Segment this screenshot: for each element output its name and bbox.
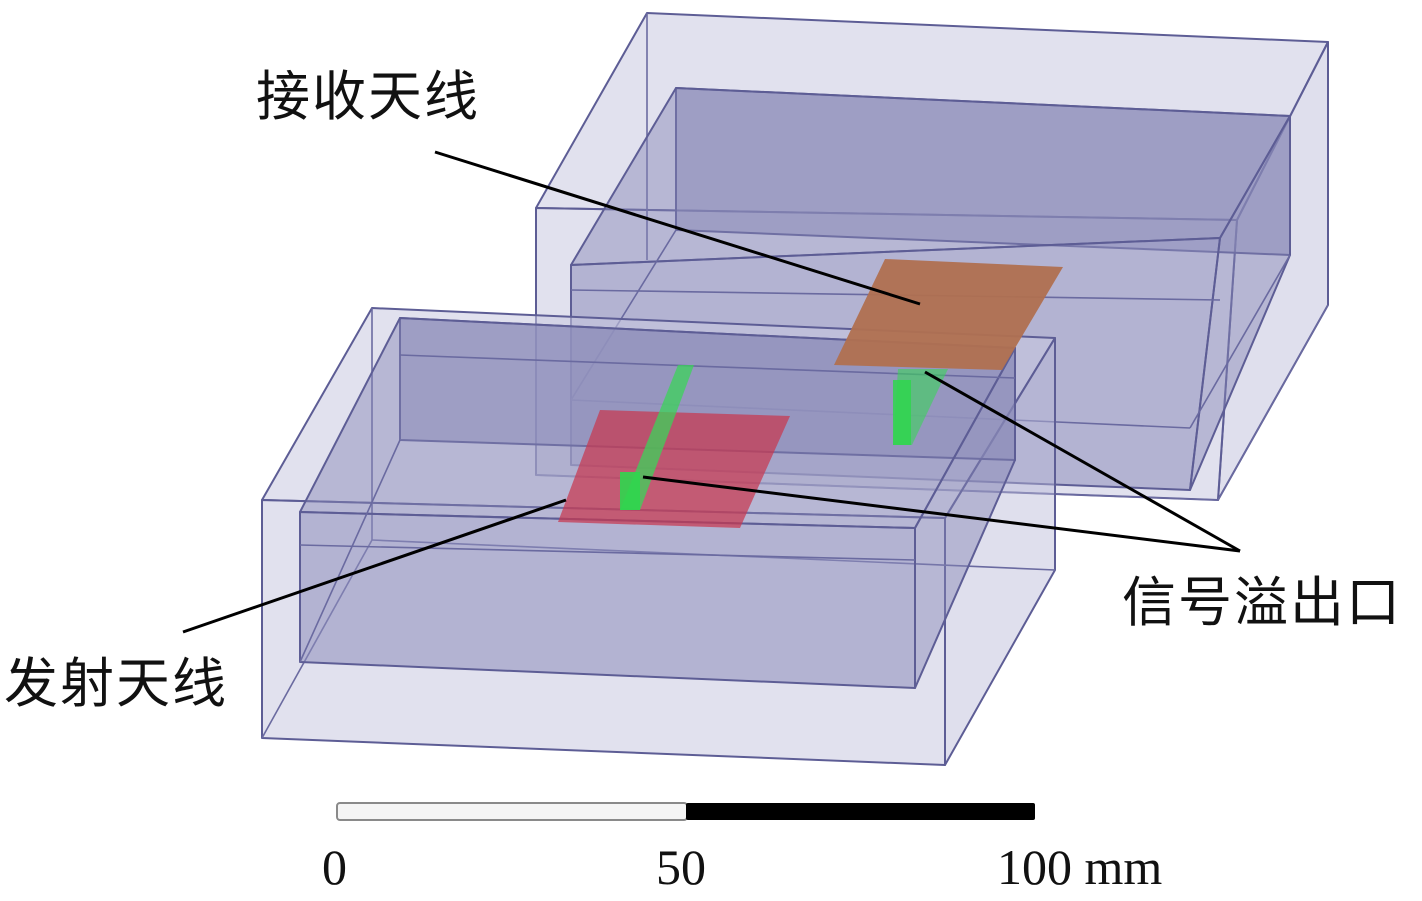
scale-bar-dark-segment (686, 803, 1035, 820)
transmit-antenna-patch (558, 410, 790, 528)
scale-bar-light-segment (336, 802, 688, 821)
transmit-antenna-group (558, 365, 790, 528)
scale-bar (336, 802, 1035, 821)
transmitter-inner-front-face (299, 511, 916, 689)
scale-tick-100: 100 mm (997, 839, 1163, 895)
label-receive-antenna: 接收天线 (256, 65, 480, 128)
leader-leak-port-receive (924, 370, 1241, 553)
receiver-inner-right-face (1189, 115, 1291, 491)
receive-antenna-patch (834, 259, 1063, 370)
leader-receive-antenna (434, 150, 921, 306)
scale-tick-0: 0 (322, 839, 347, 895)
label-transmit-antenna: 发射天线 (4, 652, 228, 715)
receiver-inner-top-face (570, 87, 1291, 266)
scale-tick-50: 50 (656, 839, 706, 895)
receive-feed-stub (893, 380, 911, 445)
receive-antenna-group (834, 259, 1063, 445)
transmit-feed-stub (620, 472, 640, 510)
leader-transmit-antenna (182, 498, 567, 634)
leader-leak-port-transmit (642, 475, 1241, 553)
receiver-enclosure (535, 12, 1329, 501)
label-signal-leak-port: 信号溢出口 (1122, 571, 1402, 634)
receiver-inner-box (570, 87, 1291, 491)
leader-lines (182, 150, 1241, 634)
